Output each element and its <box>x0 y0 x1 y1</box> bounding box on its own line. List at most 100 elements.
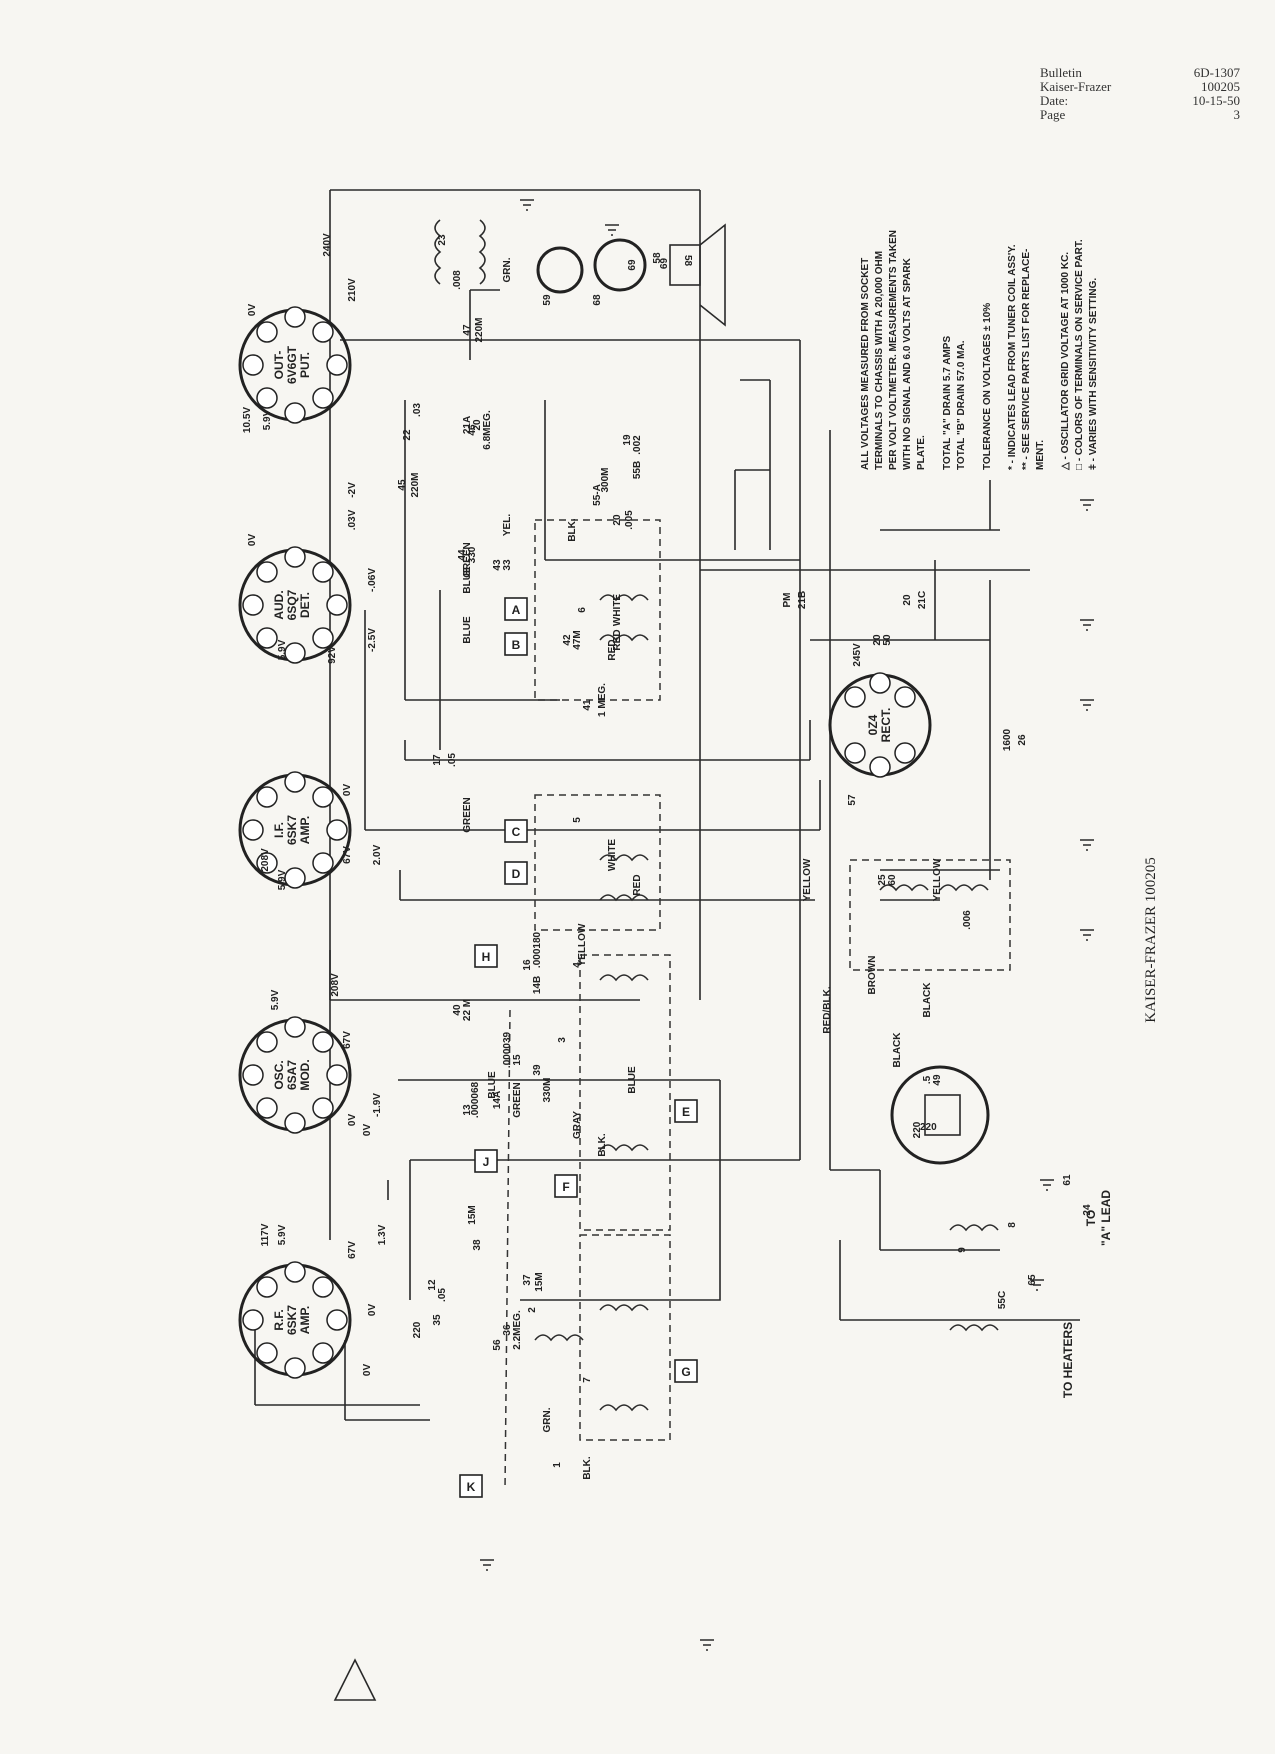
voltage-label: 0V <box>247 304 258 317</box>
bulletin-value: 6D-1307 <box>1193 65 1240 80</box>
component-label: 6 <box>577 607 588 613</box>
terminal-letter: A <box>512 603 521 617</box>
wire-color-label: RED <box>632 874 643 895</box>
wire-color-label: RED/BLK. <box>822 986 833 1033</box>
wire-color-label: BROWN <box>867 956 878 995</box>
voltage-label: 0V <box>347 1114 358 1127</box>
bulletin-value: 10-15-50 <box>1192 93 1240 108</box>
plug-68 <box>536 246 584 294</box>
note-line: WITH NO SIGNAL AND 6.0 VOLTS AT SPARK <box>902 257 913 470</box>
component-label: 65 <box>1027 1274 1038 1286</box>
voltage-label: 1.3V <box>377 1224 388 1245</box>
voltage-label: -2.5V <box>367 628 378 652</box>
bottom-labels: TO HEATERS TO "A" LEAD <box>1061 1190 1113 1398</box>
voltage-label: 67V <box>347 1241 358 1259</box>
voltage-label: 210V <box>347 278 358 302</box>
tube-out-6v6gt: OUT-6V6GTPUT. <box>238 306 352 424</box>
tuner-coil-shield-1 <box>579 954 671 1231</box>
voltage-label: 5.9V <box>277 639 288 660</box>
wire-color-label: GRN. <box>502 257 513 282</box>
wire-color-label: BLACK <box>892 1032 903 1068</box>
tube-label: 6SQ7 <box>285 589 299 620</box>
component-label: 4 <box>572 962 583 968</box>
component-label: 15M <box>467 1205 478 1224</box>
tube-label: AUD. <box>272 590 286 619</box>
vibrator-61: 220 <box>890 1065 990 1165</box>
bulletin-label: Date: <box>1040 93 1069 108</box>
component-label: 19 <box>622 434 633 446</box>
note-line: TOTAL "A" DRAIN 5.7 AMPS <box>942 336 953 470</box>
tube-det-6sq7: AUD.6SQ7DET. <box>238 546 352 664</box>
voltage-label: 5.9V <box>270 989 281 1010</box>
wire-color-label: BLK. <box>567 518 578 542</box>
tube-label: AMP. <box>298 1306 312 1334</box>
component-label: 14B <box>532 976 543 994</box>
component-label: 69 <box>657 258 668 270</box>
note-line: PER VOLT VOLTMETER. MEASUREMENTS TAKEN <box>888 230 899 470</box>
component-label: 5 <box>572 817 583 823</box>
to-heaters-label: TO HEATERS <box>1061 1322 1075 1398</box>
component-label: 15M <box>534 1272 545 1291</box>
voltage-label: -.06V <box>367 568 378 592</box>
component-label: .03 <box>412 403 423 417</box>
component-label: 36 <box>502 1324 513 1336</box>
svg-text:I.F.6SK7AMP.: I.F.6SK7AMP. <box>272 815 312 845</box>
voltage-label: 10.5V <box>242 407 253 433</box>
wire-color-label: BLUE <box>487 1071 498 1099</box>
tube-label: OUT- <box>272 351 286 380</box>
tube-label: MOD. <box>298 1059 312 1090</box>
component-label: 50 <box>882 634 893 646</box>
component-label: 41 <box>582 699 593 711</box>
voltage-label: 208V <box>260 848 271 872</box>
component-label: 9 <box>957 1247 968 1253</box>
wire-color-label: BLUE <box>462 566 473 594</box>
voltage-label: 208V <box>330 973 341 997</box>
component-label: 20 <box>472 419 483 431</box>
to-a-lead-label: "A" LEAD <box>1099 1190 1113 1246</box>
voltage-label: 117V <box>260 1223 271 1246</box>
component-label: 43 <box>492 559 503 571</box>
if-transformer-1-shield <box>534 794 661 931</box>
component-label: .006 <box>962 910 973 930</box>
wire-color-label: WHITE <box>607 839 618 872</box>
svg-text:OUT-6V6GTPUT.: OUT-6V6GTPUT. <box>272 345 312 384</box>
note-line: TOTAL "B" DRAIN 57.0 MA. <box>956 340 967 470</box>
voltage-label: 0V <box>362 1364 373 1377</box>
voltage-label: -2V <box>347 482 358 498</box>
component-label: 46 <box>467 424 478 436</box>
component-label: 2.2MEG. <box>512 1310 523 1350</box>
ground-symbols <box>480 199 1094 1651</box>
note-line: TOLERANCE ON VOLTAGES ± 10% <box>982 303 993 470</box>
component-label: PM <box>782 593 793 608</box>
bulletin-label: Bulletin <box>1040 65 1082 80</box>
voltage-label: 0V <box>362 1124 373 1137</box>
terminal-letter: D <box>512 867 521 881</box>
tube-label: RECT. <box>879 708 893 743</box>
component-label: 220M <box>474 317 485 342</box>
speaker-pm: 58 69 <box>593 223 726 327</box>
tube-label: DET. <box>298 592 312 618</box>
note-line: ALL VOLTAGES MEASURED FROM SOCKET <box>860 258 871 470</box>
component-label: 58 <box>652 252 663 264</box>
tube-label: PUT. <box>298 352 312 378</box>
voltage-label: 0V <box>247 534 258 547</box>
component-label: 13 <box>462 1104 473 1116</box>
svg-text:AUD.6SQ7DET.: AUD.6SQ7DET. <box>272 589 312 620</box>
note-line: △ - OSCILLATOR GRID VOLTAGE AT 1000 KC. <box>1060 252 1071 471</box>
component-label: 47 <box>462 324 473 336</box>
wire-color-label: GREEN <box>462 797 473 833</box>
voltage-label: 5.9V <box>262 409 273 430</box>
component-label: 39 <box>532 1064 543 1076</box>
component-label: 49 <box>932 1074 943 1086</box>
voltage-label: -1.9V <box>372 1093 383 1117</box>
component-label: 57 <box>847 794 858 806</box>
component-label: 220 <box>912 1121 923 1138</box>
terminal-letter: F <box>562 1180 569 1194</box>
component-label: .008 <box>452 270 463 290</box>
diagram-caption: KAISER-FRAZER 100205 <box>1143 857 1159 1022</box>
component-label: 69 <box>627 259 638 271</box>
tube-rect-0z4: 0Z4RECT. <box>828 672 932 778</box>
wire-color-label: BLUE <box>627 1066 638 1094</box>
bulletin-label: Kaiser-Frazer <box>1040 79 1112 94</box>
